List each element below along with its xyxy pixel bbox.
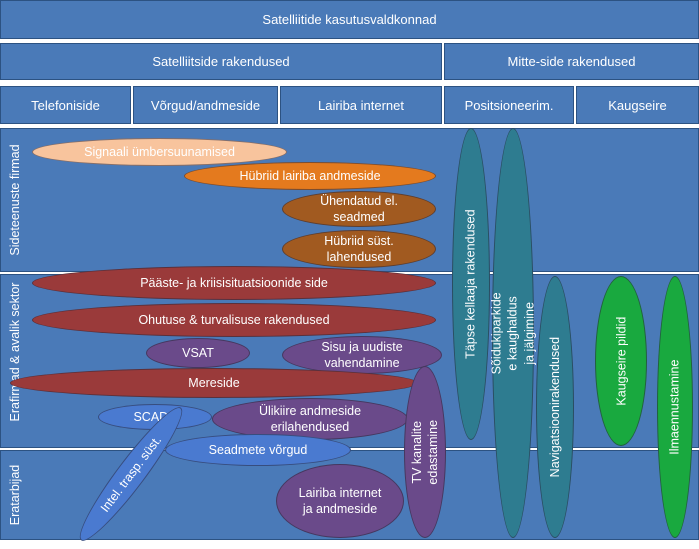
- ellipse-device-networks-label: Seadmete võrgud: [208, 442, 308, 457]
- category-networks-label: Võrgud/andmeside: [150, 97, 261, 113]
- ellipse-device-networks: Seadmete võrgud: [165, 434, 351, 466]
- ellipse-timing-label: Täpse kellaaja rakendused: [463, 209, 478, 359]
- ellipse-news-exchange: Sisu ja uudiste vahendamine: [282, 336, 442, 374]
- ellipse-navigation-label: Navigatsioonirakendused: [547, 336, 562, 478]
- ellipse-vehicle-tracking: Sõidukiparkide e kaughaldus ja jälgimine: [490, 128, 536, 538]
- row-label-public: Erafirmad & avalik sektor: [8, 282, 22, 422]
- category-remote-sensing-label: Kaugseire: [608, 97, 667, 113]
- ellipse-maritime-label: Mereside: [188, 375, 240, 390]
- ellipse-remote-images: Kaugseire pildid: [595, 276, 647, 446]
- ellipse-safety-label: Ohutuse & turvalisuse rakendused: [138, 312, 330, 327]
- category-remote-sensing: Kaugseire: [576, 86, 699, 124]
- ellipse-ultrafast-label: Ülikiire andmeside erilahendused: [258, 403, 362, 434]
- ellipse-timing: Täpse kellaaja rakendused: [452, 128, 490, 440]
- ellipse-hybrid-systems: Hübriid süst. lahendused: [282, 230, 436, 268]
- category-broadband-label: Lairiba internet: [318, 97, 404, 113]
- ellipse-hybrid-broadband-label: Hübriid lairiba andmeside: [239, 168, 381, 183]
- category-networks: Võrgud/andmeside: [133, 86, 278, 124]
- ellipse-navigation: Navigatsioonirakendused: [536, 276, 574, 538]
- title-box: Satelliitide kasutusvaldkonnad: [0, 0, 699, 39]
- ellipse-news-exchange-label: Sisu ja uudiste vahendamine: [321, 339, 403, 370]
- ellipse-emergency-label: Pääste- ja kriisisituatsioonide side: [140, 275, 328, 290]
- ellipse-vsat-label: VSAT: [182, 345, 214, 360]
- ellipse-hybrid-systems-label: Hübriid süst. lahendused: [324, 233, 394, 264]
- ellipse-vsat: VSAT: [146, 338, 250, 368]
- ellipse-emergency: Pääste- ja kriisisituatsioonide side: [32, 266, 436, 300]
- ellipse-remote-images-label: Kaugseire pildid: [613, 316, 628, 406]
- ellipse-broadband-internet-label: Lairiba internet ja andmeside: [298, 485, 382, 516]
- title: Satelliitide kasutusvaldkonnad: [262, 12, 437, 27]
- category-positioning-label: Positsioneerim.: [464, 97, 554, 113]
- ellipse-weather: Ilmaennustamine: [657, 276, 693, 538]
- ellipse-weather-label: Ilmaennustamine: [667, 359, 682, 455]
- ellipse-connected-devices-label: Ühendatud el. seadmed: [320, 193, 398, 224]
- satellite-apps-label: Satelliitside rakendused: [152, 54, 290, 69]
- non-comm-apps-box: Mitte-side rakendused: [444, 43, 699, 80]
- ellipse-broadband-internet: Lairiba internet ja andmeside: [276, 464, 404, 538]
- ellipse-hybrid-broadband: Hübriid lairiba andmeside: [184, 162, 436, 190]
- category-positioning: Positsioneerim.: [444, 86, 574, 124]
- ellipse-tv-broadcast: TV kanalite edastamine: [404, 366, 446, 538]
- ellipse-signal-rerouting-label: Signaali ümbersuunamised: [84, 144, 235, 159]
- row-label-operators: Sideteenuste firmad: [8, 144, 22, 256]
- category-broadband: Lairiba internet: [280, 86, 442, 124]
- ellipse-maritime: Mereside: [10, 368, 418, 398]
- ellipse-tv-broadcast-label: TV kanalite edastamine: [409, 419, 440, 485]
- category-telephony: Telefoniside: [0, 86, 131, 124]
- row-label-private: Eratarbijad: [8, 464, 22, 526]
- category-telephony-label: Telefoniside: [31, 97, 100, 113]
- ellipse-vehicle-tracking-label: Sõidukiparkide e kaughaldus ja jälgimine: [489, 292, 537, 374]
- satellite-apps-box: Satelliitside rakendused: [0, 43, 442, 80]
- ellipse-safety: Ohutuse & turvalisuse rakendused: [32, 303, 436, 337]
- ellipse-connected-devices: Ühendatud el. seadmed: [282, 191, 436, 227]
- non-comm-apps-label: Mitte-side rakendused: [507, 54, 636, 69]
- ellipse-signal-rerouting: Signaali ümbersuunamised: [32, 138, 287, 166]
